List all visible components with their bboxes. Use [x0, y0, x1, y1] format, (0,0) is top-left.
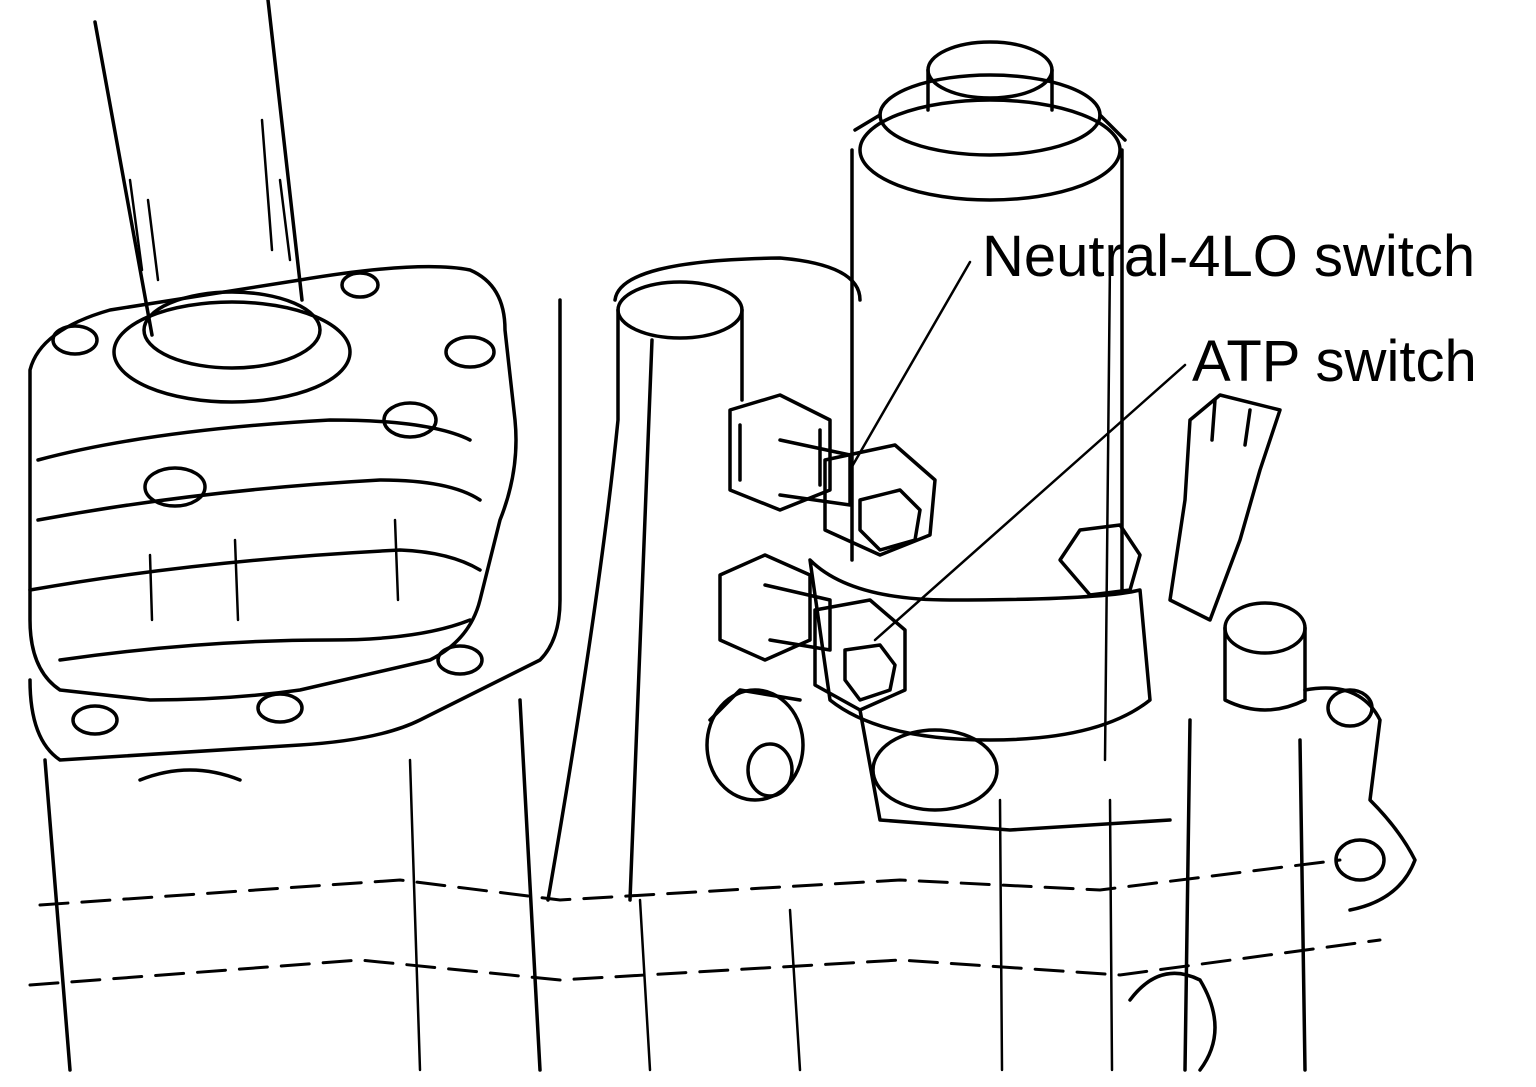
atp-leader-line — [873, 363, 1187, 642]
housing-bolts — [51, 271, 496, 736]
center-boss — [546, 256, 862, 902]
neutral-4lo-switch-part — [728, 393, 937, 557]
atp-switch-label: ATP switch — [1192, 329, 1477, 394]
breather-boss — [705, 688, 805, 802]
right-side-hardware — [1058, 393, 1417, 1072]
neutral-4lo-switch-label: Neutral-4LO switch — [982, 224, 1476, 289]
leader-lines — [848, 260, 1187, 642]
neutral-4lo-leader-line — [848, 260, 972, 472]
motor-mount-plate — [808, 558, 1172, 832]
atp-switch-part — [718, 553, 907, 712]
transfer-case-body — [28, 298, 1382, 1072]
output-shaft — [93, 0, 352, 404]
shift-actuator-motor — [850, 40, 1127, 1072]
adapter-housing — [28, 264, 518, 702]
